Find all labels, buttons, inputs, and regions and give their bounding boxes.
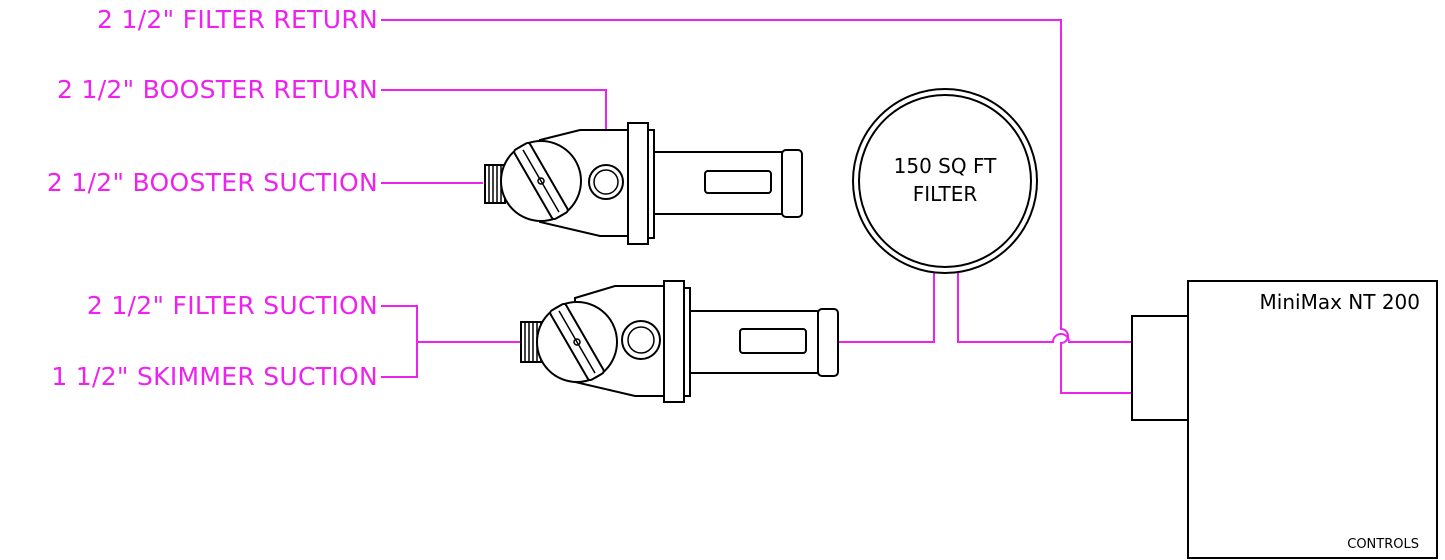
pipe-filter-return [381, 19, 1132, 394]
filter-pump-motor-endcap [817, 308, 839, 377]
booster-flange [627, 122, 649, 245]
booster-motor-label-plate [704, 170, 772, 194]
filter-pump-flange [663, 280, 685, 403]
filter-label-line1: 150 SQ FT [893, 154, 997, 178]
booster-pump [484, 122, 803, 245]
heater-controls-label: CONTROLS [1347, 537, 1419, 552]
pipe-filter-suction [381, 305, 418, 378]
filter-pump [520, 280, 839, 403]
label-filter-suction: 2 1/2" FILTER SUCTION [86, 291, 378, 320]
heater-header [1131, 315, 1189, 421]
label-skimmer-suction: 1 1/2" SKIMMER SUCTION [51, 362, 378, 391]
pipes [381, 19, 1132, 394]
pipe-filter-to-heater [957, 273, 1132, 343]
booster-motor-endcap [781, 149, 803, 218]
filter-tank [852, 88, 1038, 274]
filter-label: 150 SQ FT FILTER [862, 152, 1028, 208]
filter-pump-motor-label-plate [739, 328, 807, 354]
label-booster-return: 2 1/2" BOOSTER RETURN [57, 75, 378, 104]
heater-title: MiniMax NT 200 [1259, 290, 1420, 314]
label-filter-return: 2 1/2" FILTER RETURN [97, 5, 378, 34]
pipe-pump-to-filter [838, 273, 935, 343]
filter-label-line2: FILTER [912, 182, 978, 206]
heater-cabinet [1187, 280, 1438, 559]
heater [1131, 280, 1438, 559]
label-booster-suction: 2 1/2" BOOSTER SUCTION [46, 168, 378, 197]
